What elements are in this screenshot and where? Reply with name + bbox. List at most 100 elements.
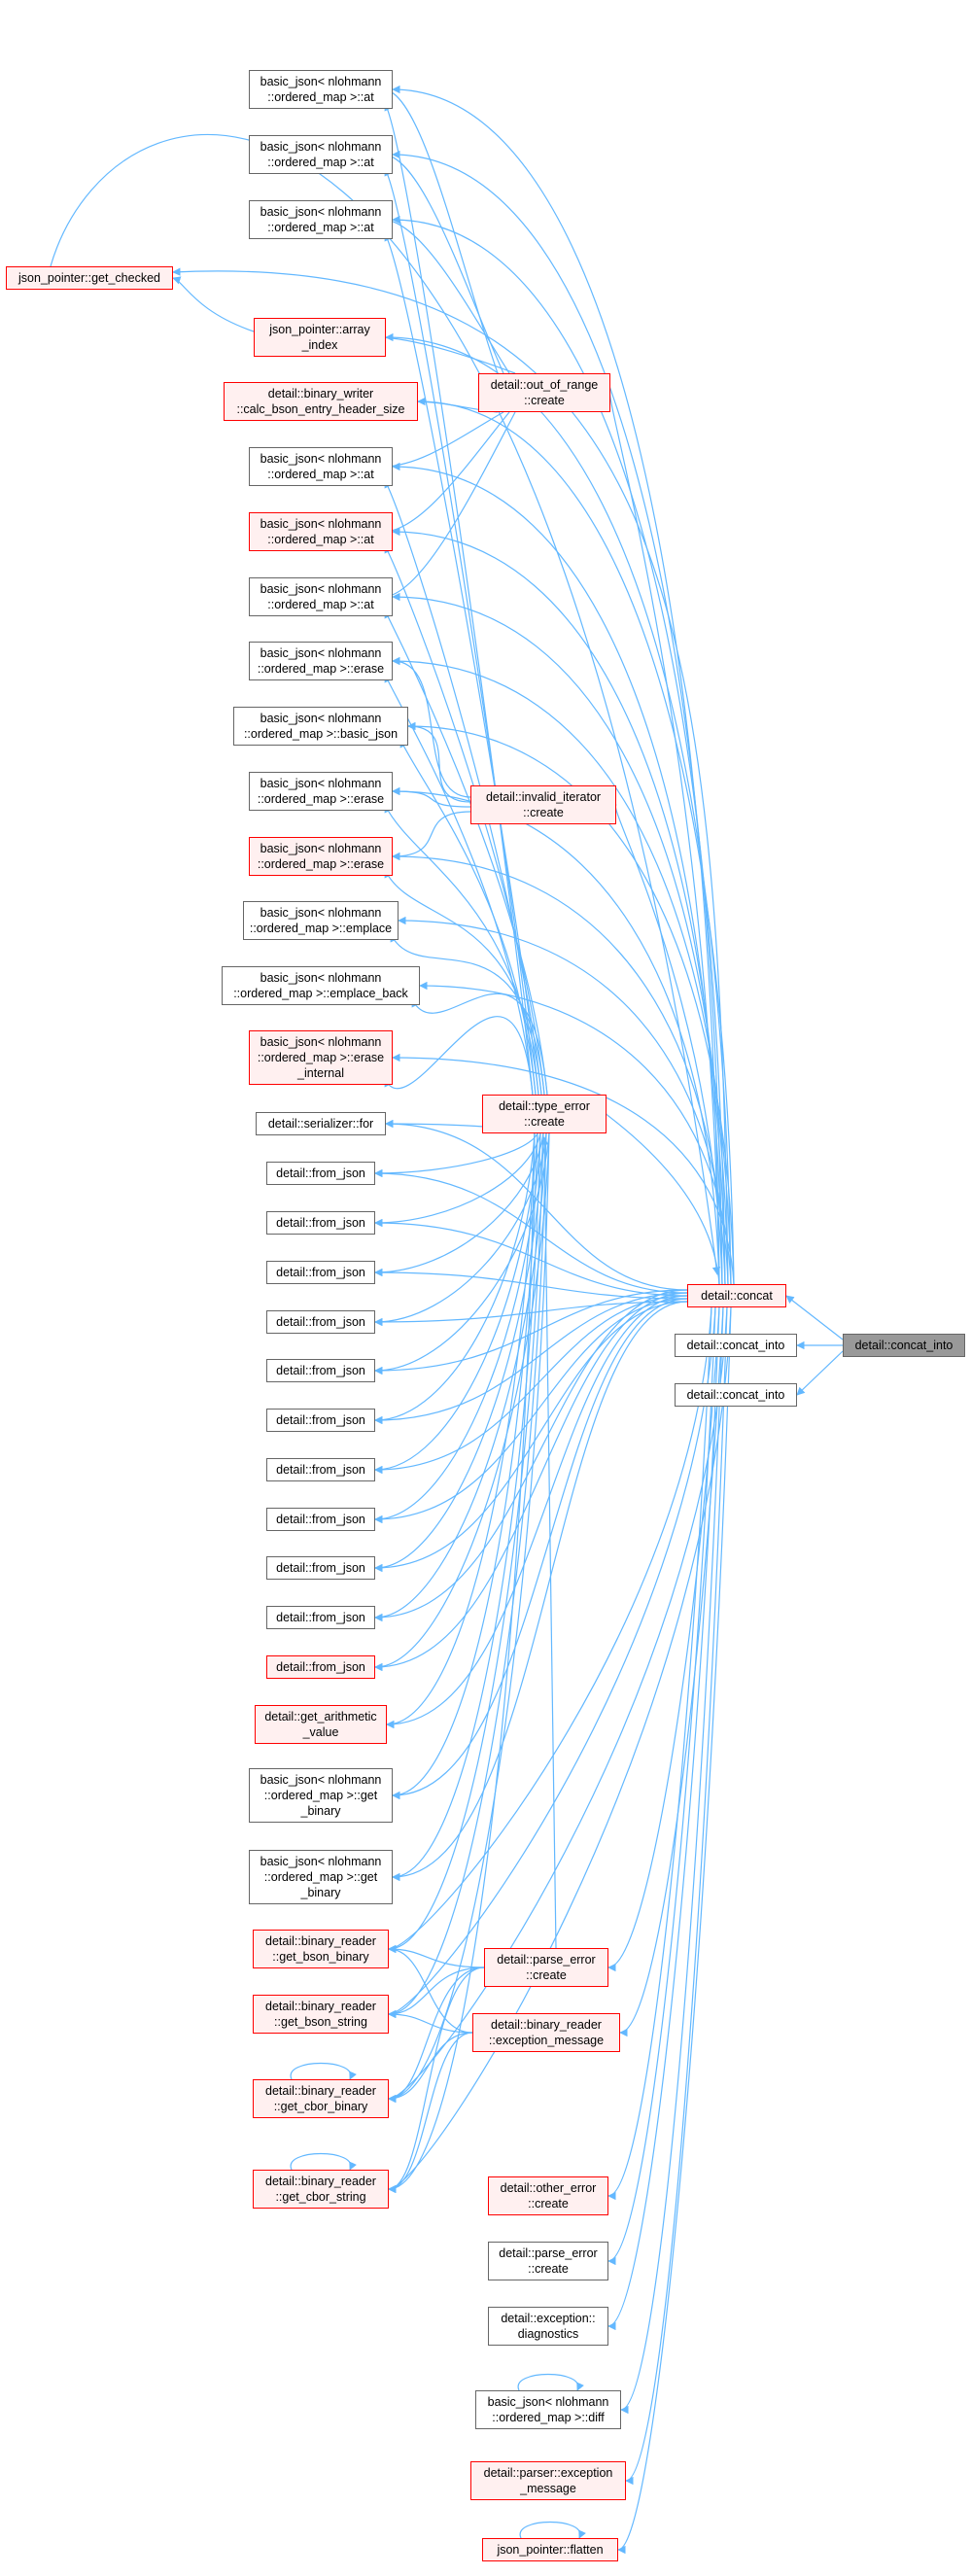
node-gbs[interactable]: detail::binary_reader::get_bson_string: [253, 1995, 389, 2034]
node-concat-into-a[interactable]: detail::concat_into: [675, 1334, 797, 1357]
node-serializer-for[interactable]: detail::serializer::for: [256, 1112, 386, 1135]
node-type-error[interactable]: detail::type_error::create: [482, 1095, 607, 1133]
node-fj6[interactable]: detail::from_json: [266, 1409, 375, 1432]
node-label-line: detail::invalid_iterator: [485, 790, 602, 804]
node-label-line: basic_json< nlohmann: [260, 582, 382, 596]
edge-te-gbs: [388, 1132, 547, 2019]
node-basic-json-ctor[interactable]: basic_json< nlohmann::ordered_map >::bas…: [233, 707, 408, 746]
node-get-checked[interactable]: json_pointer::get_checked: [6, 266, 173, 290]
node-exc-msg[interactable]: detail::binary_reader::exception_message: [472, 2013, 620, 2052]
node-other-error[interactable]: detail::other_error::create: [488, 2176, 608, 2215]
node-label-line: ::calc_bson_entry_header_size: [236, 402, 405, 416]
node-out-of-range[interactable]: detail::out_of_range::create: [478, 373, 610, 412]
edge-concat-emplace_back: [419, 981, 732, 1285]
edge-te-at1: [384, 102, 534, 1096]
node-label-line: detail::concat_into: [686, 1339, 785, 1352]
node-at2[interactable]: basic_json< nlohmann::ordered_map >::at: [249, 135, 393, 174]
node-erase2[interactable]: basic_json< nlohmann::ordered_map >::era…: [249, 772, 393, 811]
node-label-line: detail::parse_error: [499, 2246, 598, 2260]
node-label-line: basic_json< nlohmann: [260, 1035, 382, 1049]
node-label-line: basic_json< nlohmann: [260, 205, 382, 219]
edge-concat-erase_internal: [392, 1053, 735, 1285]
node-at5[interactable]: basic_json< nlohmann::ordered_map >::at: [249, 512, 393, 551]
node-flatten[interactable]: json_pointer::flatten: [482, 2538, 618, 2561]
node-fj2[interactable]: detail::from_json: [266, 1211, 375, 1235]
node-label-line: ::ordered_map >::at: [267, 533, 374, 546]
node-at1[interactable]: basic_json< nlohmann::ordered_map >::at: [249, 70, 393, 109]
node-label-line: ::create: [524, 1115, 565, 1129]
edge-concat-fj9: [374, 1301, 688, 1573]
node-exc-diag[interactable]: detail::exception::diagnostics: [488, 2307, 608, 2346]
node-erase3[interactable]: basic_json< nlohmann::ordered_map >::era…: [249, 837, 393, 876]
node-fj5[interactable]: detail::from_json: [266, 1359, 375, 1382]
node-label-line: _message: [520, 2482, 576, 2495]
node-label-line: json_pointer::flatten: [497, 2543, 604, 2557]
node-calc-bson[interactable]: detail::binary_writer::calc_bson_entry_h…: [224, 382, 418, 421]
node-erase-internal[interactable]: basic_json< nlohmann::ordered_map >::era…: [249, 1030, 393, 1085]
node-fj10[interactable]: detail::from_json: [266, 1606, 375, 1629]
node-concat[interactable]: detail::concat: [687, 1284, 786, 1307]
node-label-line: basic_json< nlohmann: [260, 1773, 382, 1787]
edge-te-erase2: [384, 804, 539, 1096]
edge-concat-fj8: [374, 1298, 688, 1524]
node-label-line: detail::from_json: [276, 1561, 365, 1575]
node-at3[interactable]: basic_json< nlohmann::ordered_map >::at: [249, 200, 393, 239]
node-gcs[interactable]: detail::binary_reader::get_cbor_string: [253, 2170, 389, 2209]
node-label-line: basic_json< nlohmann: [260, 842, 382, 855]
node-fj1[interactable]: detail::from_json: [266, 1162, 375, 1185]
edge-concat-basic_json_ctor: [407, 721, 735, 1285]
node-label-line: detail::concat: [701, 1289, 773, 1303]
node-parse-error1[interactable]: detail::parse_error::create: [484, 1948, 608, 1987]
node-emplace[interactable]: basic_json< nlohmann::ordered_map >::emp…: [243, 901, 399, 940]
edge-get-checked-arc: [50, 133, 721, 1275]
node-get-binary2[interactable]: basic_json< nlohmann::ordered_map >::get…: [249, 1850, 393, 1904]
edge-concat-get_binary1: [392, 1298, 688, 1800]
node-label-line: detail::binary_reader: [265, 2175, 376, 2188]
node-label-line: ::get_cbor_binary: [273, 2100, 368, 2113]
node-label-line: detail::from_json: [276, 1463, 365, 1477]
node-fj11[interactable]: detail::from_json: [266, 1655, 375, 1679]
node-label-line: ::get_bson_binary: [272, 1950, 369, 1964]
node-label-line: json_pointer::get_checked: [18, 271, 160, 285]
node-at4[interactable]: basic_json< nlohmann::ordered_map >::at: [249, 447, 393, 486]
node-at6[interactable]: basic_json< nlohmann::ordered_map >::at: [249, 577, 393, 616]
edge-te-at6: [384, 609, 548, 1096]
node-label-line: ::ordered_map >::emplace: [249, 922, 393, 935]
node-parser-exc[interactable]: detail::parser::exception_message: [470, 2461, 626, 2500]
edge-te-gbb: [388, 1132, 544, 1954]
node-fj9[interactable]: detail::from_json: [266, 1556, 375, 1580]
node-label-line: ::create: [528, 2197, 569, 2210]
node-get-binary1[interactable]: basic_json< nlohmann::ordered_map >::get…: [249, 1768, 393, 1823]
node-concat-into-b[interactable]: detail::concat_into: [675, 1383, 797, 1407]
node-gbb[interactable]: detail::binary_reader::get_bson_binary: [253, 1930, 389, 1968]
node-label-line: detail::from_json: [276, 1216, 365, 1230]
edge-concat-at5: [392, 527, 726, 1285]
node-label-line: detail::from_json: [276, 1611, 365, 1624]
edge-te-erase3: [384, 869, 542, 1096]
edge-pe-gcs: [388, 1967, 485, 2194]
node-fj7[interactable]: detail::from_json: [266, 1458, 375, 1481]
node-get-arith[interactable]: detail::get_arithmetic_value: [255, 1705, 387, 1744]
edge-te-fj7: [374, 1132, 538, 1475]
node-concat-into-focus[interactable]: detail::concat_into: [843, 1334, 965, 1357]
node-label-line: basic_json< nlohmann: [487, 2395, 609, 2409]
node-invalid-iterator[interactable]: detail::invalid_iterator::create: [470, 785, 616, 824]
node-fj3[interactable]: detail::from_json: [266, 1261, 375, 1284]
node-label-line: detail::binary_reader: [265, 2084, 376, 2098]
node-label-line: detail::from_json: [276, 1364, 365, 1377]
edge-concat-at4: [392, 462, 723, 1285]
node-diff[interactable]: basic_json< nlohmann::ordered_map >::dif…: [475, 2390, 621, 2429]
node-emplace-back[interactable]: basic_json< nlohmann::ordered_map >::emp…: [222, 966, 420, 1005]
node-label-line: detail::concat_into: [854, 1339, 954, 1352]
node-label-line: detail::parse_error: [497, 1953, 596, 1967]
node-fj8[interactable]: detail::from_json: [266, 1508, 375, 1531]
edges-layer: [50, 85, 844, 2555]
node-label-line: diagnostics: [517, 2327, 579, 2341]
node-fj4[interactable]: detail::from_json: [266, 1310, 375, 1334]
edge-concat-at6: [392, 592, 729, 1285]
node-parse-error2[interactable]: detail::parse_error::create: [488, 2242, 608, 2280]
node-array-index[interactable]: json_pointer::array_index: [254, 318, 386, 357]
node-erase1[interactable]: basic_json< nlohmann::ordered_map >::era…: [249, 642, 393, 680]
node-gcb[interactable]: detail::binary_reader::get_cbor_binary: [253, 2079, 389, 2118]
